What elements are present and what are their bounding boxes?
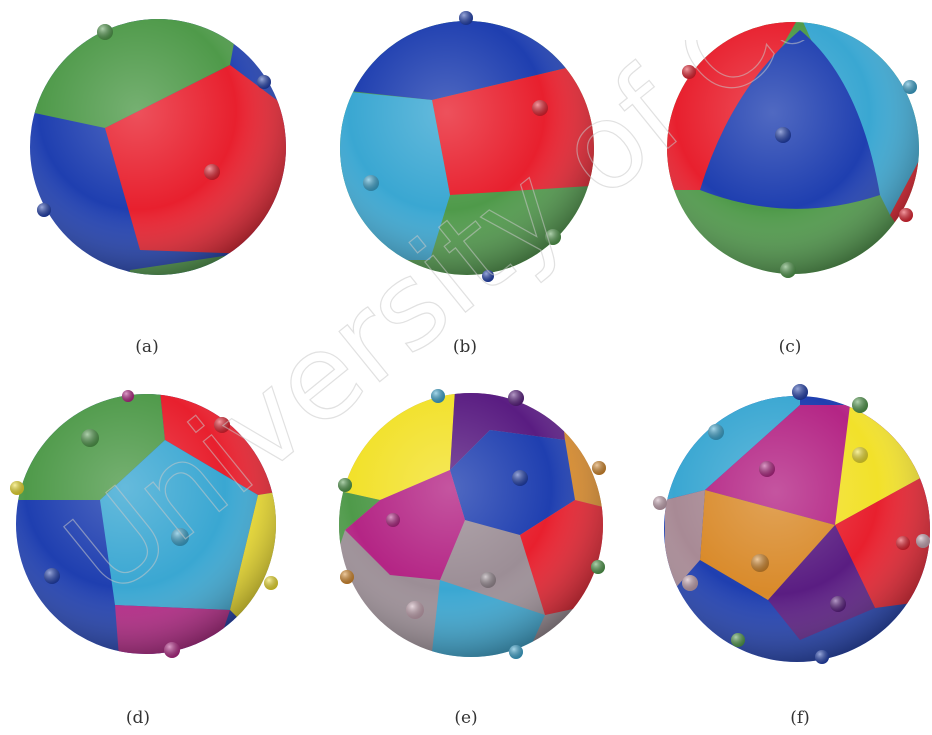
sphere-b [330,11,610,295]
sphere-d [10,390,290,670]
sphere-e [335,389,615,670]
caption-e: (e) [436,708,496,728]
caption-d: (d) [108,708,168,728]
caption-c: (c) [760,337,820,357]
caption-a: (a) [117,337,177,357]
caption-b: (b) [435,337,495,357]
sphere-f [653,384,932,670]
sphere-c [660,15,932,295]
caption-f: (f) [770,708,830,728]
sphere-a [20,10,300,300]
